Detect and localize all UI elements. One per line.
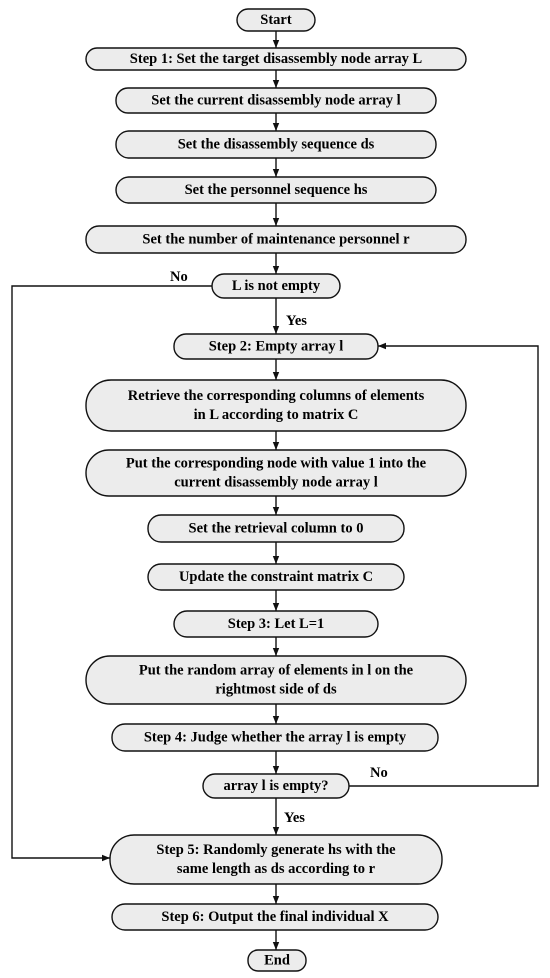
l-not-empty-label-line-1: L is not empty xyxy=(232,278,321,294)
step5-label-line-2: same length as ds according to r xyxy=(177,861,376,877)
end-label-line-1: End xyxy=(264,953,290,969)
edge-label-array-empty-no: No xyxy=(370,765,388,781)
set-disassembly-sequence-node: Set the disassembly sequence ds xyxy=(115,130,437,159)
step2-node: Step 2: Empty array l xyxy=(173,333,379,360)
start-label-line-1: Start xyxy=(260,12,292,28)
set-retrieval-column-node: Set the retrieval column to 0 xyxy=(147,514,405,543)
edges xyxy=(11,31,539,950)
step2-label-line-1: Step 2: Empty array l xyxy=(209,339,344,355)
retrieve-label-line-1: Retrieve the corresponding columns of el… xyxy=(128,388,425,404)
set-r-label-line-1: Set the number of maintenance personnel … xyxy=(142,232,410,248)
nodes: Start Step 1: Set the target disassembly… xyxy=(85,8,467,972)
step1-label-line-1: Step 1: Set the target disassembly node … xyxy=(130,51,423,67)
end-terminator: End xyxy=(247,949,307,972)
put-random-label-line-2: rightmost side of ds xyxy=(215,682,337,698)
step4-node: Step 4: Judge whether the array l is emp… xyxy=(111,723,439,752)
retrieve-columns-node: Retrieve the corresponding columns of el… xyxy=(85,379,467,432)
step5-label-line-1: Step 5: Randomly generate hs with the xyxy=(156,842,396,858)
set-current-label-line-1: Set the current disassembly node array l xyxy=(151,93,400,109)
step6-node: Step 6: Output the final individual X xyxy=(111,903,439,931)
step4-label-line-1: Step 4: Judge whether the array l is emp… xyxy=(144,730,407,746)
put-random-array-node: Put the random array of elements in l on… xyxy=(85,655,467,705)
put-node-label-line-2: current disassembly node array l xyxy=(174,475,378,491)
put-node-label-line-1: Put the corresponding node with value 1 … xyxy=(126,456,427,472)
array-empty-decision: array l is empty? xyxy=(202,773,350,799)
update-constraint-matrix-node: Update the constraint matrix C xyxy=(147,563,405,591)
step5-node: Step 5: Randomly generate hs with the sam… xyxy=(109,834,443,885)
step6-label-line-1: Step 6: Output the final individual X xyxy=(161,909,389,925)
edge-label-array-empty-yes: Yes xyxy=(284,810,305,826)
put-node-value-node: Put the corresponding node with value 1 … xyxy=(85,449,467,497)
retrieve-label-line-2: in L according to matrix C xyxy=(194,407,359,423)
set-personnel-sequence-node: Set the personnel sequence hs xyxy=(115,176,437,204)
step3-label-line-1: Step 3: Let L=1 xyxy=(228,616,324,632)
start-terminator: Start xyxy=(236,8,316,32)
set-ds-label-line-1: Set the disassembly sequence ds xyxy=(178,137,375,153)
step3-node: Step 3: Let L=1 xyxy=(173,610,379,638)
update-c-label-line-1: Update the constraint matrix C xyxy=(179,569,373,585)
set-current-array-node: Set the current disassembly node array l xyxy=(115,87,437,114)
l-not-empty-decision: L is not empty xyxy=(211,273,341,299)
set-col-label-line-1: Set the retrieval column to 0 xyxy=(189,521,364,537)
edge-decision-no-loop-right xyxy=(349,342,539,787)
set-hs-label-line-1: Set the personnel sequence hs xyxy=(185,182,368,198)
step1-node: Step 1: Set the target disassembly node … xyxy=(85,47,467,71)
put-random-label-line-1: Put the random array of elements in l on… xyxy=(139,663,414,679)
array-empty-label-line-1: array l is empty? xyxy=(223,778,328,794)
set-personnel-count-node: Set the number of maintenance personnel … xyxy=(85,225,467,254)
edge-decision-no-loop-left xyxy=(11,285,212,862)
edge-label-l-not-empty-yes: Yes xyxy=(286,313,307,329)
edge-label-l-not-empty-no: No xyxy=(170,269,188,285)
